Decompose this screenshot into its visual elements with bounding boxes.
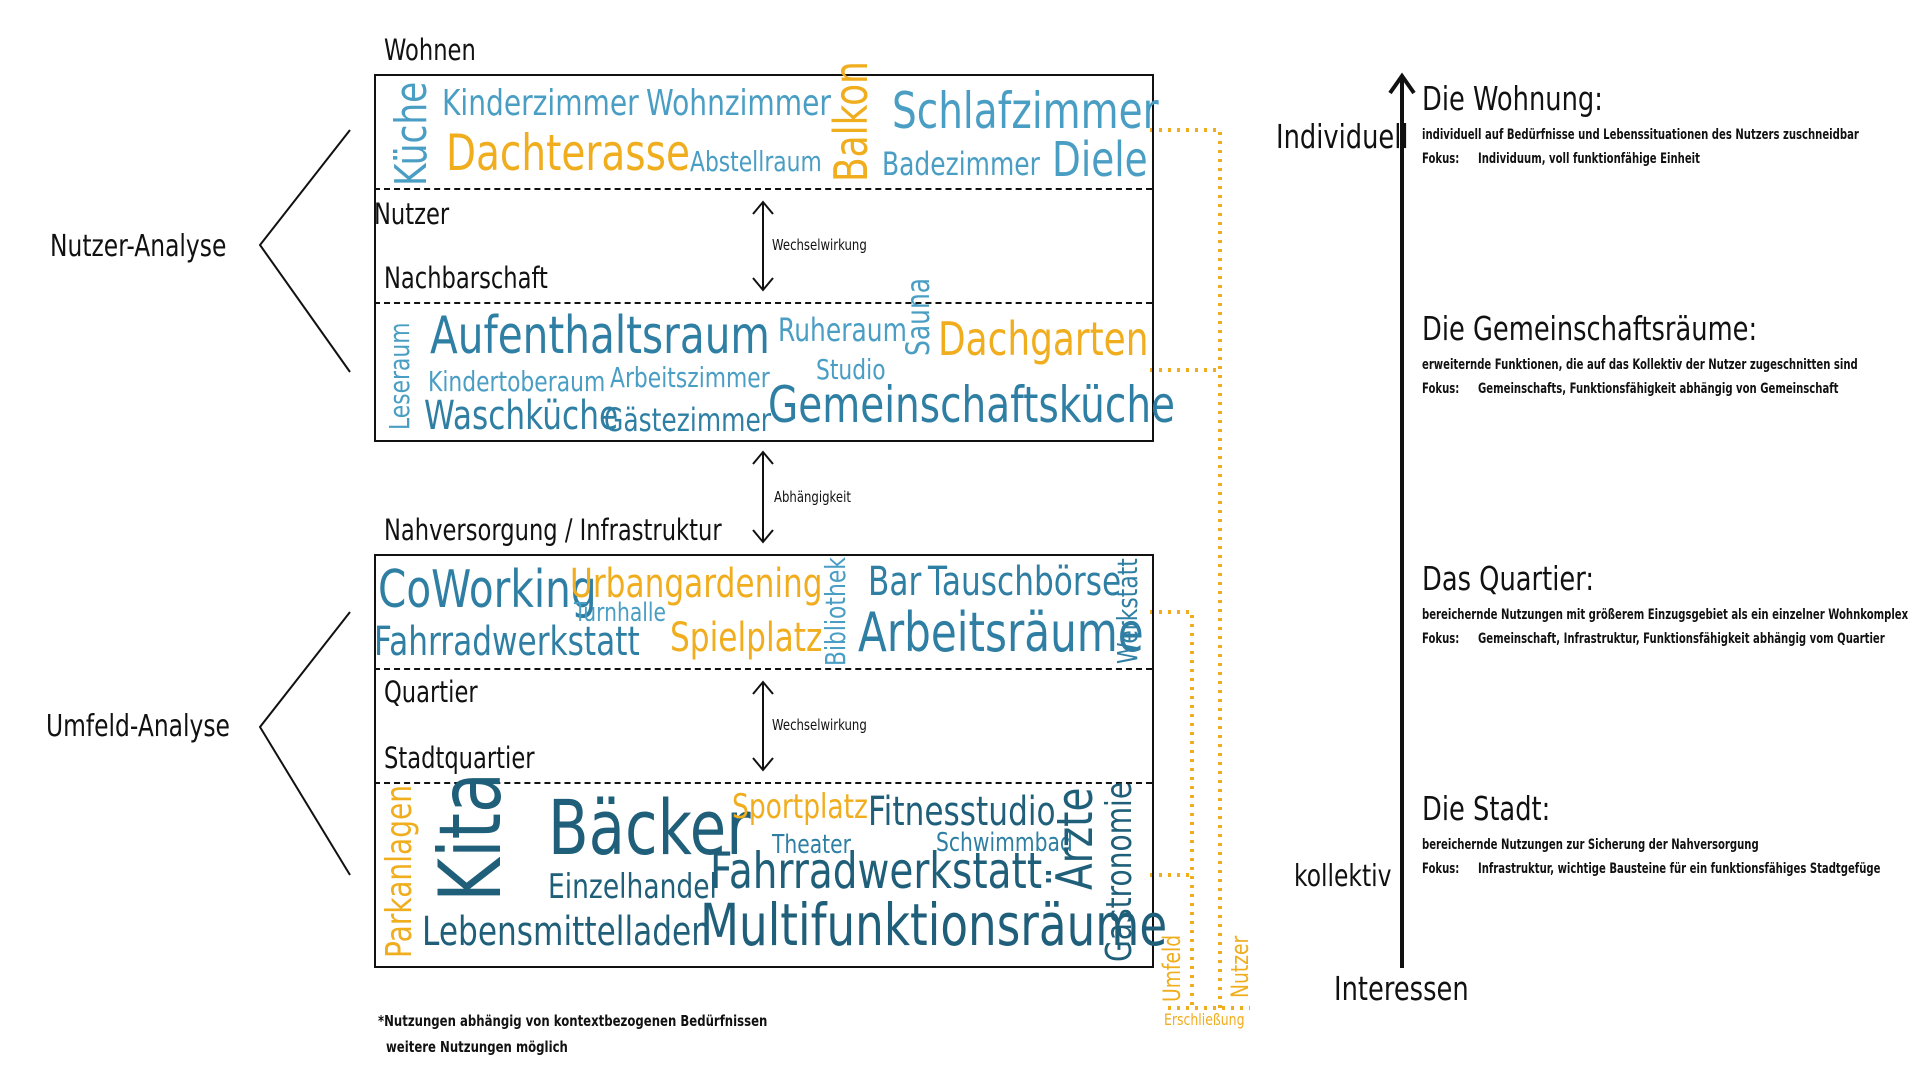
axis-label-kollektiv: kollektiv: [1294, 859, 1392, 894]
connector-label-erschliessung: Erschließung: [1164, 1010, 1245, 1029]
right-section-desc: bereichernde Nutzungen mit größerem Einz…: [1422, 607, 1909, 623]
word-aerzte: Ärzte: [1046, 787, 1104, 890]
nutzer-analyse-label: Nutzer-Analyse: [50, 229, 227, 264]
word-baecker: Bäcker: [548, 783, 751, 872]
umfeld-analyse-label: Umfeld-Analyse: [46, 709, 230, 744]
word-multifunktionsraeume: Multifunktionsräume: [700, 891, 1168, 959]
word-dachterasse: Dachterasse: [446, 124, 690, 182]
word-fahrradwerkstatt-quartier: Fahrradwerkstatt: [374, 619, 640, 665]
abhaengigkeit-arrow: [752, 450, 774, 544]
top-box: [374, 74, 1154, 442]
section-title-stadtquartier: Stadtquartier: [384, 741, 535, 775]
word-arbeitszimmer: Arbeitszimmer: [610, 361, 770, 394]
word-theater: Theater: [772, 830, 851, 860]
word-lebensmittelladen: Lebensmittelladen: [422, 909, 712, 955]
word-coworking: CoWorking: [378, 560, 597, 620]
word-turnhalle: Turnhalle: [574, 598, 667, 628]
wechselwirkung-top-arrow: [752, 200, 774, 292]
section-title-quartier: Quartier: [384, 675, 478, 709]
relation-wechselwirkung-top: Wechselwirkung: [772, 236, 867, 254]
right-section-title: Die Stadt:: [1422, 789, 1551, 828]
word-diele: Diele: [1052, 132, 1148, 188]
right-section-title: Das Quartier:: [1422, 559, 1595, 598]
word-fitnessstudio: Fitnesstudio: [868, 789, 1056, 835]
top-box-divider-2: [374, 302, 1152, 304]
right-section-focus: Gemeinschaft, Infrastruktur, Funktionsfä…: [1478, 631, 1885, 647]
word-waschkueche: Waschküche: [424, 393, 619, 439]
word-aufenthaltsraum: Aufenthaltsraum: [430, 306, 770, 366]
word-sauna: Sauna: [899, 277, 937, 356]
right-section-focus: Gemeinschafts, Funktionsfähigkeit abhäng…: [1478, 381, 1839, 397]
right-section-title: Die Gemeinschaftsräume:: [1422, 309, 1758, 348]
word-urbangardening: Urbangardening: [570, 561, 823, 607]
right-section-focus: Individuum, voll funktionfähige Einheit: [1478, 151, 1700, 167]
word-studio: Studio: [816, 353, 886, 386]
right-section-focus-label: Fokus:: [1422, 631, 1460, 647]
word-einzelhandel: Einzelhandel: [548, 867, 717, 907]
section-title-nahversorgung: Nahversorgung / Infrastruktur: [384, 513, 722, 547]
word-kindertoberaum: Kindertoberaum: [428, 365, 606, 398]
bottom-box-divider-1: [374, 668, 1152, 670]
right-section-focus-label: Fokus:: [1422, 381, 1460, 397]
section-title-nutzer: Nutzer: [374, 197, 450, 231]
word-kueche: Küche: [386, 81, 437, 186]
relation-wechselwirkung-bottom: Wechselwirkung: [772, 716, 867, 734]
word-kita: Kita: [421, 771, 521, 902]
word-sportplatz: Sportplatz: [732, 787, 868, 827]
word-tauschboerse: Tauschbörse: [928, 559, 1122, 605]
top-box-divider-1: [374, 188, 1152, 190]
axis-label-interessen: Interessen: [1334, 969, 1469, 1008]
right-section-title: Die Wohnung:: [1422, 79, 1603, 118]
word-balkon: Balkon: [824, 61, 878, 182]
erschliessung-connectors: [1150, 128, 1250, 1010]
wechselwirkung-bottom-arrow: [752, 680, 774, 772]
right-section-desc: individuell auf Bedürfnisse und Lebenssi…: [1422, 127, 1859, 143]
bottom-box: [374, 554, 1154, 968]
nutzer-bracket: [258, 129, 351, 373]
right-section-focus-label: Fokus:: [1422, 151, 1460, 167]
section-title-nachbarschaft: Nachbarschaft: [384, 261, 548, 295]
word-leseraum: Leseraum: [383, 322, 416, 430]
word-spielplatz: Spielplatz: [670, 615, 823, 661]
right-section-focus-label: Fokus:: [1422, 861, 1460, 877]
word-schwimmbad: Schwimmbad: [936, 828, 1073, 858]
footnote-line-2: weitere Nutzungen möglich: [386, 1038, 568, 1056]
word-abstellraum: Abstellraum: [690, 145, 822, 178]
word-gemeinschaftskueche: Gemeinschaftsküche: [768, 376, 1176, 434]
word-schlafzimmer: Schlafzimmer: [892, 82, 1159, 140]
umfeld-bracket: [258, 611, 351, 876]
bottom-box-divider-2: [374, 782, 1152, 784]
connector-label-nutzer: Nutzer: [1226, 935, 1254, 998]
section-title-wohnen: Wohnen: [384, 33, 476, 67]
word-dachgarten: Dachgarten: [938, 312, 1149, 366]
word-ruheraum: Ruheraum: [778, 311, 907, 349]
word-bar: Bar: [868, 559, 922, 605]
interessen-axis: [1388, 72, 1416, 968]
right-section-focus: Infrastruktur, wichtige Bausteine für ei…: [1478, 861, 1881, 877]
connector-label-umfeld: Umfeld: [1158, 934, 1186, 1002]
right-section-desc: bereichernde Nutzungen zur Sicherung der…: [1422, 837, 1759, 853]
word-bibliothek: Bibliothek: [819, 557, 852, 666]
word-gaestezimmer: Gästezimmer: [604, 401, 772, 439]
right-section-desc: erweiternde Funktionen, die auf das Koll…: [1422, 357, 1858, 373]
word-kinderzimmer: Kinderzimmer: [442, 83, 639, 124]
word-arbeitsraeume: Arbeitsräume: [858, 601, 1144, 664]
word-parkanlagen: Parkanlagen: [379, 784, 420, 958]
word-wohnzimmer: Wohnzimmer: [646, 83, 831, 124]
relation-abhaengigkeit: Abhängigkeit: [774, 488, 851, 506]
footnote-line-1: *Nutzungen abhängig von kontextbezogenen…: [378, 1012, 768, 1030]
word-fahrradwerkstatt-stadt: Fahrradwerkstatt: [710, 842, 1043, 900]
word-badezimmer: Badezimmer: [882, 145, 1040, 183]
axis-label-individuell: Individuell: [1276, 117, 1409, 156]
